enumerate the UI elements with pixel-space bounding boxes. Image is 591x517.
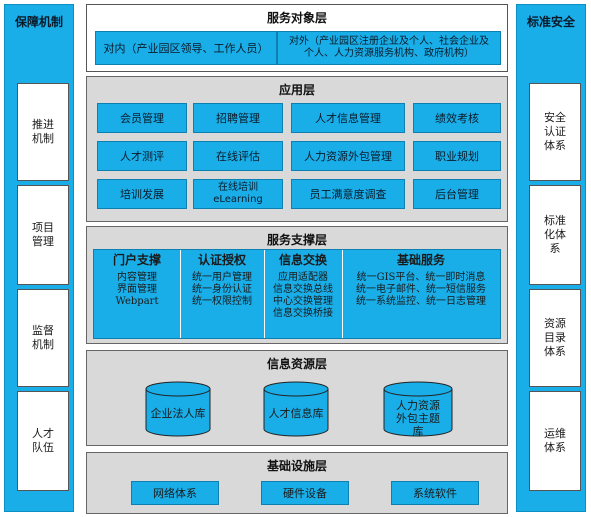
database-icon bbox=[263, 381, 329, 437]
db-hr-outsourcing-topic: 人力资源外包主题库 bbox=[383, 381, 453, 438]
infra-hardware: 硬件设备 bbox=[261, 481, 349, 505]
app-member-management: 会员管理 bbox=[97, 103, 187, 133]
app-recruitment-management: 招聘管理 bbox=[193, 103, 283, 133]
app-employee-satisfaction-survey: 员工满意度调查 bbox=[291, 179, 405, 209]
service-support-layer-title: 服务支撑层 bbox=[266, 233, 327, 247]
side-item-project-management: 项目管理 bbox=[17, 185, 69, 285]
target-external: 对外（产业园区注册企业及个人、社会企业及 个人、人力资源服务机构、政府机构） bbox=[277, 31, 501, 65]
left-column-title: 保障机制 bbox=[14, 15, 63, 29]
infra-system-software: 系统软件 bbox=[391, 481, 479, 505]
app-hr-outsourcing-management: 人力资源外包管理 bbox=[291, 141, 405, 171]
app-performance-review: 绩效考核 bbox=[413, 103, 501, 133]
db-enterprise-legal: 企业法人库 bbox=[145, 381, 211, 437]
app-online-training: 在线培训 eLearning bbox=[193, 179, 283, 209]
database-icon bbox=[145, 381, 211, 437]
side-item-promotion: 推进机制 bbox=[17, 83, 69, 181]
right-column-standards: 标准安全 安全认证体系 标准化体系 资源目录体系 运维体系 bbox=[516, 4, 586, 512]
app-career-planning: 职业规划 bbox=[413, 141, 501, 171]
left-column-guarantee: 保障机制 推进机制 项目管理 监督机制 人才队伍 bbox=[4, 4, 74, 512]
svc-portal-support: 门户支撑 内容管理 界面管理 Webpart bbox=[94, 250, 181, 338]
svc-authentication: 认证授权 统一用户管理 统一身份认证 统一权限控制 bbox=[180, 250, 265, 338]
app-talent-info-management: 人才信息管理 bbox=[291, 103, 405, 133]
svc-basic-services: 基础服务 统一GIS平台、统一即时消息 统一电子邮件、统一短信服务 统一系统监控… bbox=[356, 253, 486, 307]
side-item-talent-team: 人才队伍 bbox=[17, 391, 69, 491]
db-talent-info: 人才信息库 bbox=[263, 381, 329, 437]
side-item-resource-catalog: 资源目录体系 bbox=[529, 289, 581, 387]
service-target-layer: 服务对象层 对内（产业园区领导、工作人员） 对外（产业园区注册企业及个人、社会企… bbox=[86, 4, 508, 72]
target-internal: 对内（产业园区领导、工作人员） bbox=[95, 31, 277, 65]
app-online-evaluation: 在线评估 bbox=[193, 141, 283, 171]
svc-info-exchange: 信息交换 应用适配器 信息交换总线 中心交换管理 信息交换桥接 bbox=[264, 250, 343, 338]
app-training-development: 培训发展 bbox=[97, 179, 187, 209]
info-resource-layer: 信息资源层 企业法人库 人才信息库 人力资源外包主题库 bbox=[86, 350, 508, 446]
side-item-ops: 运维体系 bbox=[529, 391, 581, 491]
side-item-security-cert: 安全认证体系 bbox=[529, 83, 581, 181]
infrastructure-layer: 基础设施层 网络体系 硬件设备 系统软件 bbox=[86, 452, 508, 514]
infrastructure-layer-title: 基础设施层 bbox=[266, 459, 327, 473]
application-layer: 应用层 会员管理 招聘管理 人才信息管理 绩效考核 人才测评 在线评估 人力资源… bbox=[86, 76, 508, 222]
infra-network-system: 网络体系 bbox=[131, 481, 219, 505]
service-support-panel: 门户支撑 内容管理 界面管理 Webpart 认证授权 统一用户管理 统一身份认… bbox=[93, 249, 501, 339]
side-item-supervision: 监督机制 bbox=[17, 289, 69, 387]
service-support-layer: 服务支撑层 门户支撑 内容管理 界面管理 Webpart 认证授权 统一用户管理… bbox=[86, 226, 508, 344]
service-target-layer-title: 服务对象层 bbox=[266, 11, 327, 25]
side-item-standardization: 标准化体系 bbox=[529, 185, 581, 285]
application-layer-title: 应用层 bbox=[278, 83, 315, 97]
database-icon bbox=[383, 381, 453, 437]
info-resource-layer-title: 信息资源层 bbox=[266, 357, 327, 371]
right-column-title: 标准安全 bbox=[526, 15, 575, 29]
app-talent-assessment: 人才测评 bbox=[97, 141, 187, 171]
app-backend-management: 后台管理 bbox=[413, 179, 501, 209]
